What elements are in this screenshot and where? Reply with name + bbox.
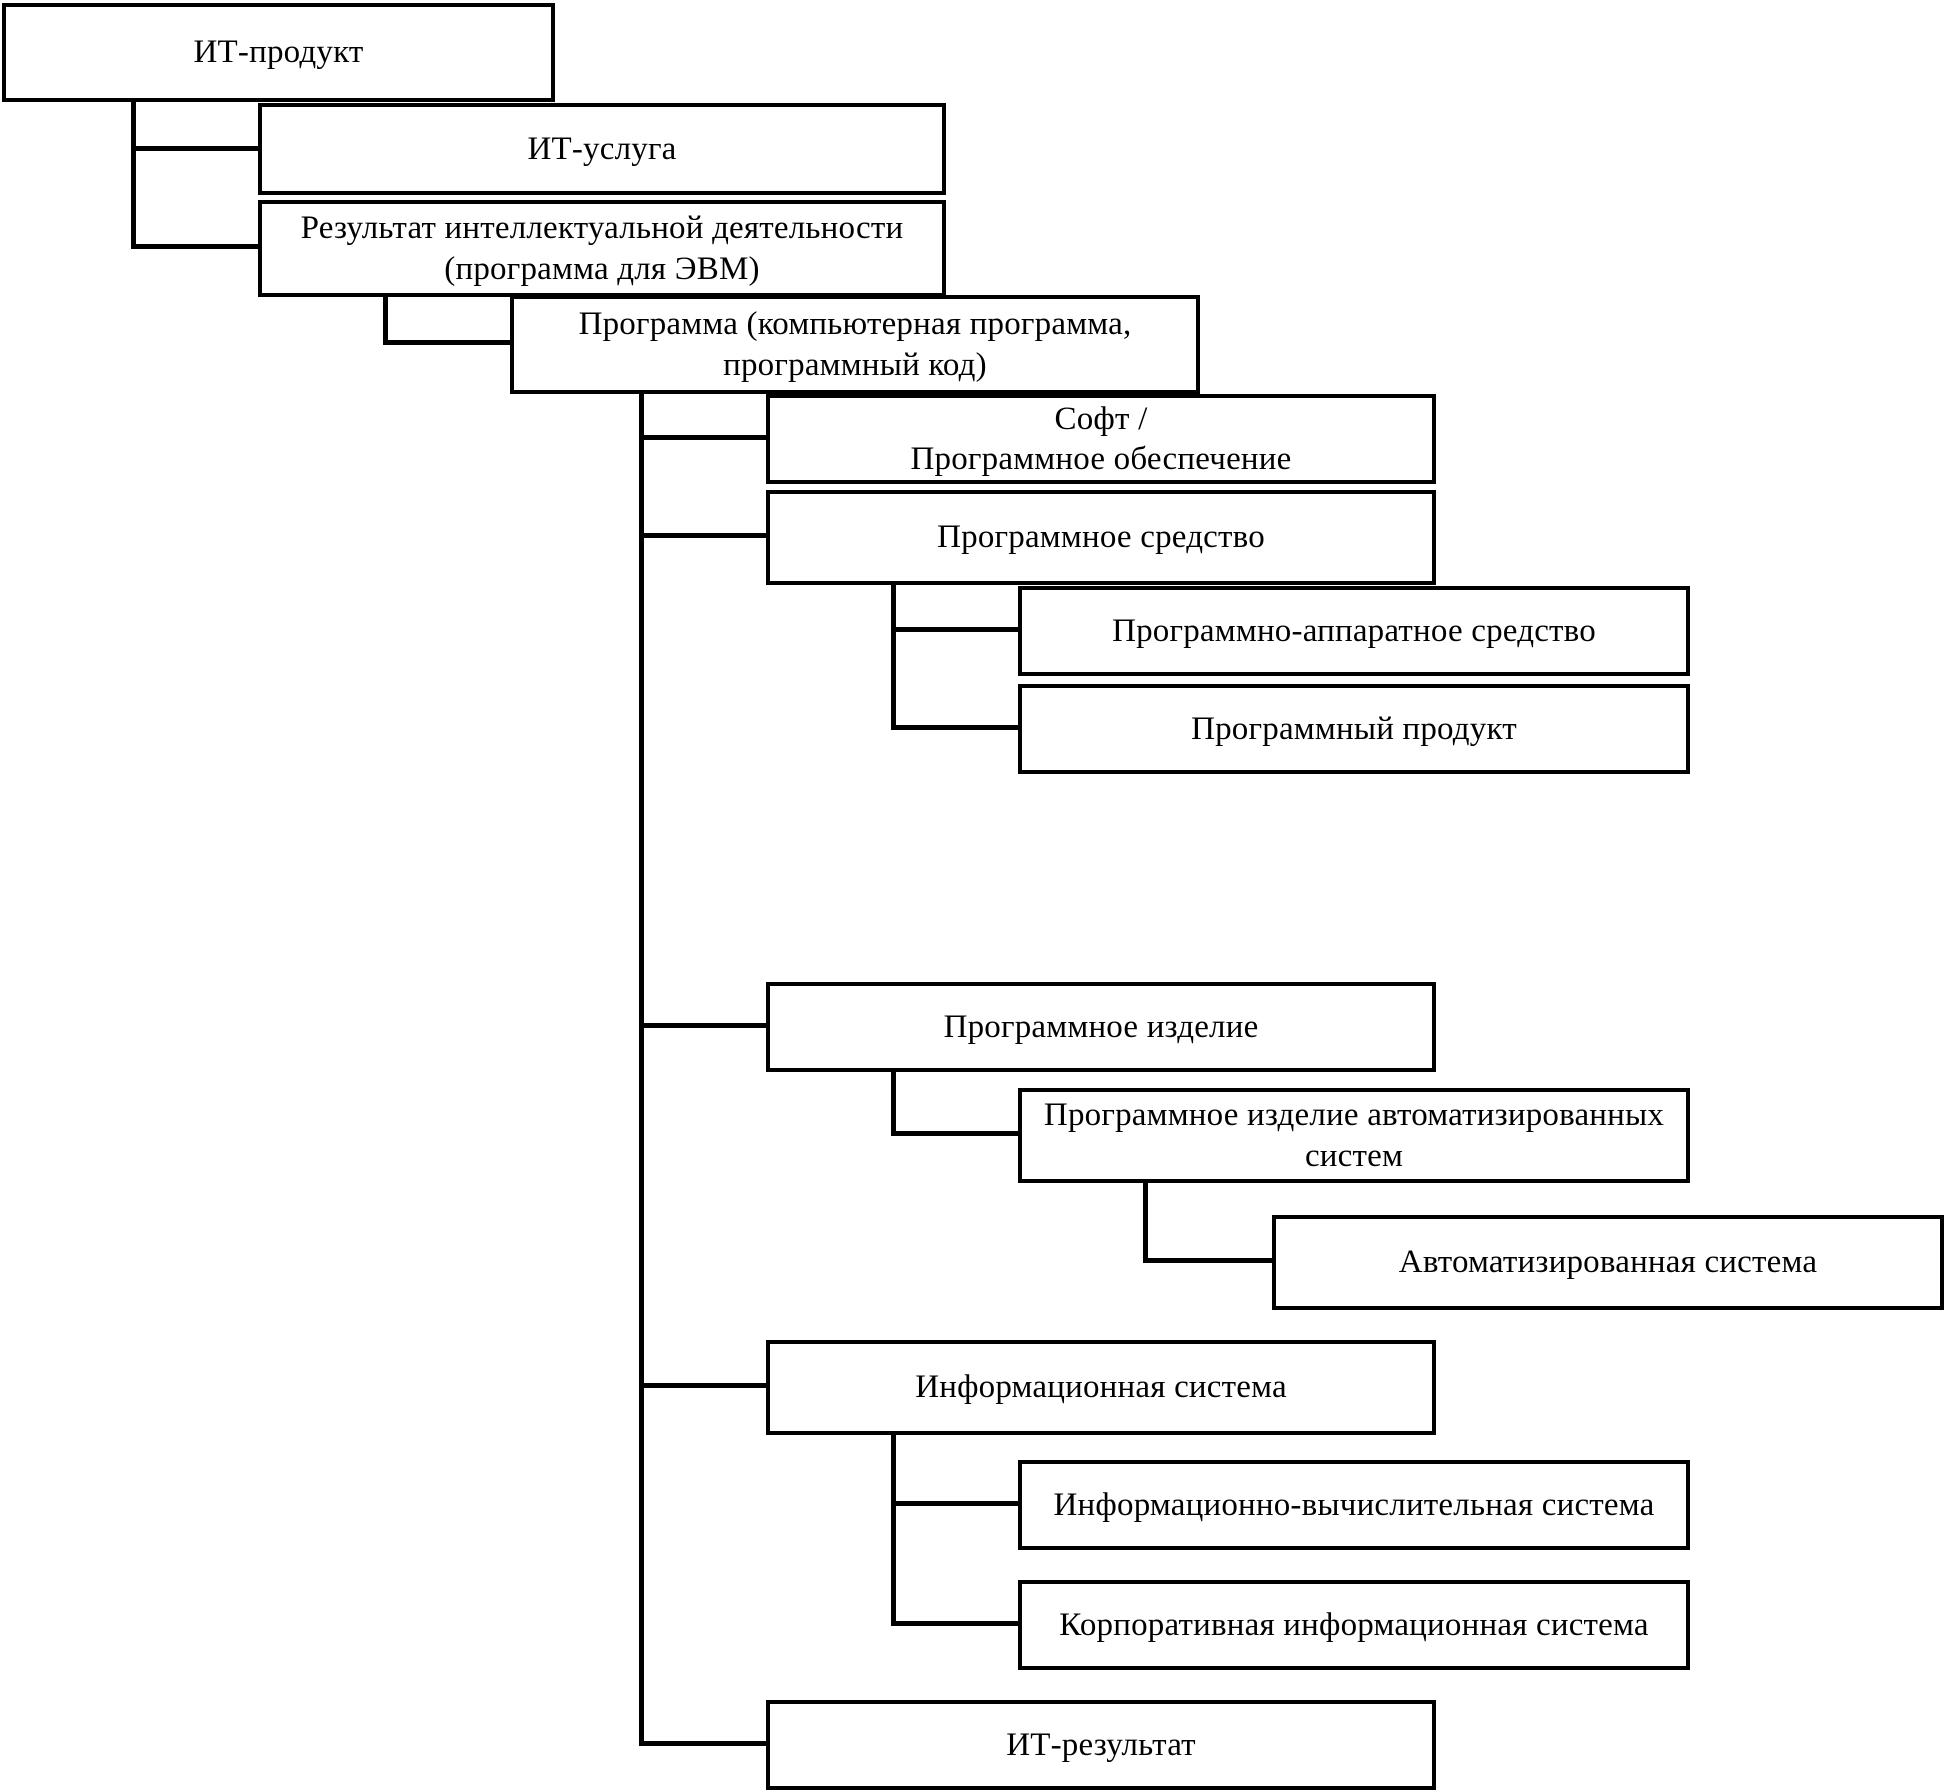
connector-horizontal-software-product — [891, 725, 1018, 730]
connector-horizontal-soft — [639, 435, 766, 440]
node-label-information-system: Информационная система — [915, 1369, 1287, 1406]
connector-horizontal-hw-sw-tool — [891, 627, 1018, 632]
node-it-result[interactable]: ИТ-результат — [766, 1700, 1436, 1790]
node-info-computing-system[interactable]: Информационно-вычислительная система — [1018, 1460, 1690, 1550]
connector-horizontal-intellectual-result — [131, 244, 258, 249]
connector-vertical-software-article-as — [891, 1070, 896, 1136]
node-label-it-result: ИТ-результат — [1006, 1726, 1196, 1763]
connector-horizontal-automated-system — [1143, 1258, 1272, 1263]
node-automated-system[interactable]: Автоматизированная система — [1272, 1215, 1944, 1310]
node-label-soft: Софт / Программное обеспечение — [910, 400, 1292, 477]
node-label-software-article: Программное изделие — [943, 1008, 1259, 1045]
node-label-corporate-info-system: Корпоративная информационная система — [1059, 1606, 1649, 1643]
connector-vertical-intellectual-result — [131, 100, 136, 249]
node-it-product[interactable]: ИТ-продукт — [2, 3, 555, 102]
connector-horizontal-it-result — [639, 1741, 766, 1746]
node-hw-sw-tool[interactable]: Программно-аппаратное средство — [1018, 586, 1690, 676]
connector-vertical-program — [383, 294, 388, 345]
node-label-software-tool: Программное средство — [937, 519, 1265, 556]
node-label-it-service: ИТ-услуга — [527, 130, 677, 167]
node-label-software-product: Программный продукт — [1191, 710, 1517, 747]
connector-vertical-software-product — [891, 583, 896, 730]
node-label-intellectual-result: Результат интеллектуальной деятельности … — [300, 210, 904, 287]
node-label-it-product: ИТ-продукт — [193, 34, 364, 71]
node-label-program: Программа (компьютерная программа, прогр… — [578, 306, 1132, 383]
connector-horizontal-it-service — [131, 146, 258, 151]
connector-vertical-corporate-info-system — [891, 1433, 896, 1626]
connector-horizontal-software-article — [639, 1023, 766, 1028]
node-software-article-as[interactable]: Программное изделие автоматизированных с… — [1018, 1088, 1690, 1183]
node-label-info-computing-system: Информационно-вычислительная система — [1053, 1486, 1655, 1523]
node-soft[interactable]: Софт / Программное обеспечение — [766, 394, 1436, 484]
node-software-product[interactable]: Программный продукт — [1018, 684, 1690, 774]
connector-horizontal-software-tool — [639, 533, 766, 538]
connector-horizontal-program — [383, 340, 510, 345]
node-software-tool[interactable]: Программное средство — [766, 490, 1436, 585]
node-information-system[interactable]: Информационная система — [766, 1340, 1436, 1435]
connector-horizontal-software-article-as — [891, 1131, 1018, 1136]
node-label-hw-sw-tool: Программно-аппаратное средство — [1112, 612, 1596, 649]
node-label-software-article-as: Программное изделие автоматизированных с… — [1043, 1097, 1665, 1174]
node-intellectual-result[interactable]: Результат интеллектуальной деятельности … — [258, 200, 946, 297]
connector-vertical-it-result — [639, 391, 644, 1746]
node-software-article[interactable]: Программное изделие — [766, 982, 1436, 1072]
connector-horizontal-corporate-info-system — [891, 1621, 1018, 1626]
node-program[interactable]: Программа (компьютерная программа, прогр… — [510, 295, 1200, 394]
connector-horizontal-information-system — [639, 1383, 766, 1388]
node-it-service[interactable]: ИТ-услуга — [258, 103, 946, 195]
connector-vertical-automated-system — [1143, 1181, 1148, 1263]
node-label-automated-system: Автоматизированная система — [1398, 1244, 1818, 1281]
connector-horizontal-info-computing-system — [891, 1501, 1018, 1506]
node-corporate-info-system[interactable]: Корпоративная информационная система — [1018, 1580, 1690, 1670]
